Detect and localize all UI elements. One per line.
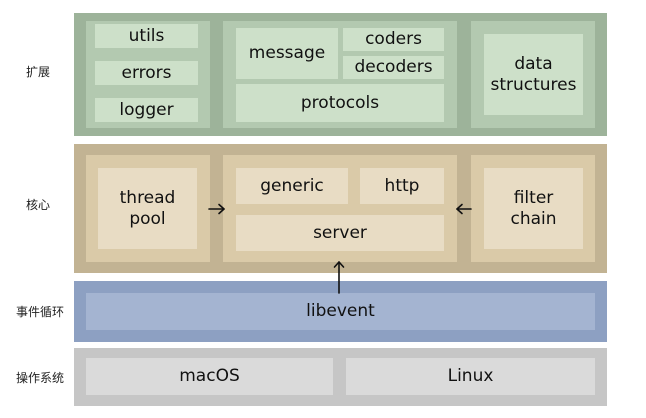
decoders-box: decoders <box>343 56 444 79</box>
protocols-box: protocols <box>236 84 444 122</box>
layer-label-extension: 扩展 <box>25 64 50 79</box>
linux-box: Linux <box>346 358 595 395</box>
macos-box: macOS <box>86 358 333 395</box>
libevent-box: libevent <box>86 293 595 330</box>
errors-box: errors <box>95 61 198 85</box>
layer-label-core: 核心 <box>25 197 50 212</box>
logger-box: logger <box>95 98 198 122</box>
data-structures-box: data structures <box>484 34 583 115</box>
http-box: http <box>360 168 444 204</box>
server-box: server <box>236 215 444 251</box>
filter-chain-box: filter chain <box>484 168 583 249</box>
arrow-thread-pool-to-server <box>208 203 225 215</box>
message-box: message <box>236 28 338 79</box>
coders-box: coders <box>343 28 444 51</box>
arrow-filter-chain-to-server <box>456 203 472 215</box>
utils-box: utils <box>95 24 198 48</box>
layer-label-os: 操作系统 <box>15 370 64 385</box>
thread-pool-box: thread pool <box>98 168 197 249</box>
arrow-libevent-to-server <box>333 261 345 294</box>
layer-label-event-loop: 事件循环 <box>15 304 64 319</box>
generic-box: generic <box>236 168 348 204</box>
